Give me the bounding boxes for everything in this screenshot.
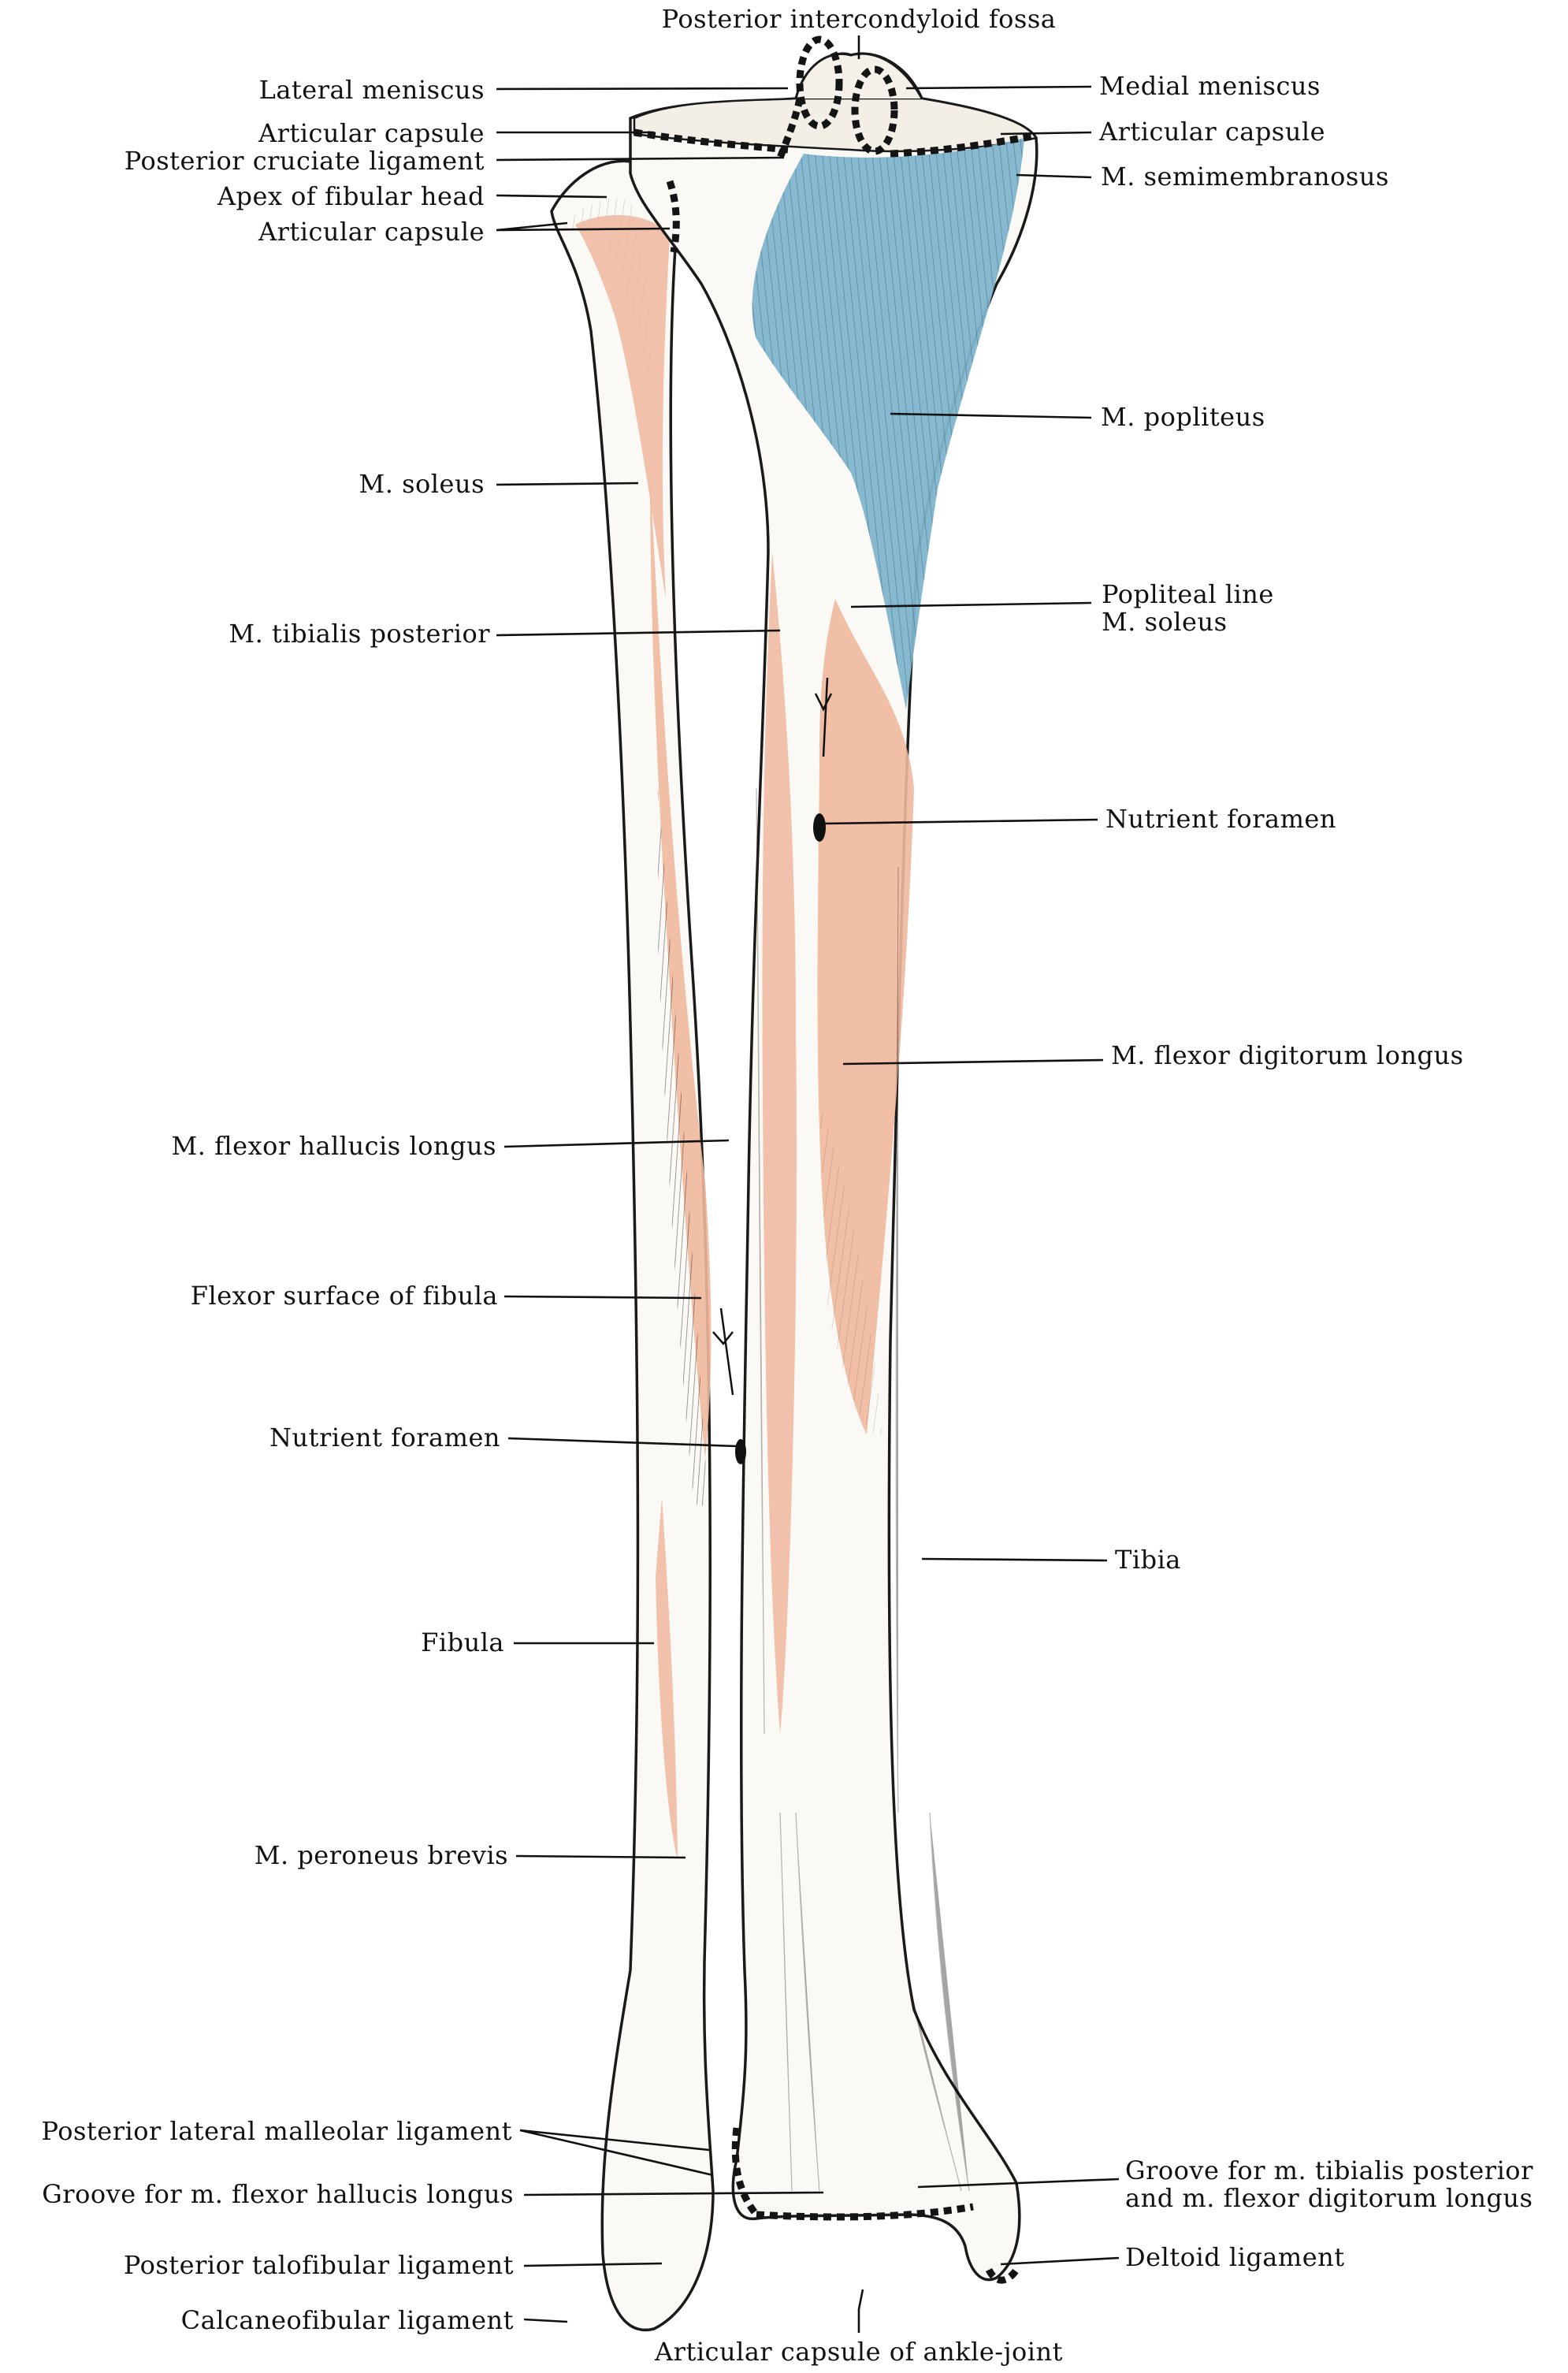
bone-shading (756, 787, 970, 2192)
label-deltoid-ligament: Deltoid ligament (1125, 2242, 1345, 2272)
articular-capsule-ankle (731, 2127, 1020, 2284)
label-nutrient-foramen-right: Nutrient foramen (1105, 804, 1336, 834)
label-groove-tibialis-posterior: Groove for m. tibialis posterior (1125, 2155, 1533, 2185)
label-flexor-surface-of-fibula: Flexor surface of fibula (191, 1281, 498, 1311)
nutrient-foramen-tibia (813, 677, 833, 842)
label-lateral-meniscus: Lateral meniscus (259, 75, 485, 105)
figure-labels: Posterior intercondyloid fossa Articular… (41, 4, 1533, 2367)
label-popliteal-line: Popliteal line (1102, 579, 1274, 609)
label-nutrient-foramen-left: Nutrient foramen (269, 1423, 500, 1452)
label-calcaneofibular-ligament: Calcaneofibular ligament (181, 2305, 514, 2335)
label-groove-flexor-hallucis-longus: Groove for m. flexor hallucis longus (42, 2179, 514, 2209)
label-m-flexor-digitorum-longus: M. flexor digitorum longus (1111, 1040, 1464, 1070)
label-posterior-cruciate-ligament: Posterior cruciate ligament (124, 146, 485, 176)
label-tibia: Tibia (1115, 1545, 1181, 1575)
fibula-muscle-areas (575, 215, 712, 1860)
label-m-soleus-right: M. soleus (1102, 607, 1228, 637)
label-articular-capsule-left-1: Articular capsule (258, 118, 485, 148)
label-m-tibialis-posterior: M. tibialis posterior (229, 619, 490, 649)
label-articular-capsule-left-2: Articular capsule (258, 217, 485, 247)
label-medial-meniscus: Medial meniscus (1099, 71, 1321, 101)
label-apex-of-fibular-head: Apex of fibular head (217, 181, 485, 211)
label-posterior-lateral-malleolar-ligament: Posterior lateral malleolar ligament (41, 2116, 512, 2146)
label-posterior-intercondyloid-fossa: Posterior intercondyloid fossa (662, 4, 1057, 34)
label-m-flexor-hallucis-longus: M. flexor hallucis longus (171, 1131, 496, 1161)
label-m-semimembranosus: M. semimembranosus (1101, 162, 1389, 192)
label-fibula: Fibula (421, 1627, 504, 1657)
label-m-popliteus: M. popliteus (1101, 402, 1265, 432)
label-articular-capsule-right: Articular capsule (1098, 117, 1325, 147)
label-articular-capsule-ankle-joint: Articular capsule of ankle-joint (654, 2337, 1063, 2367)
leader-lines (496, 35, 1120, 2333)
articular-capsule-knee (634, 35, 1037, 253)
label-m-peroneus-brevis: M. peroneus brevis (255, 1840, 508, 1870)
nutrient-foramen-fibula (712, 1307, 746, 1464)
label-posterior-talofibular-ligament: Posterior talofibular ligament (124, 2250, 514, 2280)
label-groove-flexor-digitorum-longus: and m. flexor digitorum longus (1125, 2183, 1533, 2213)
tibia-muscle-areas (752, 138, 1024, 1734)
label-m-soleus-left: M. soleus (359, 469, 485, 499)
